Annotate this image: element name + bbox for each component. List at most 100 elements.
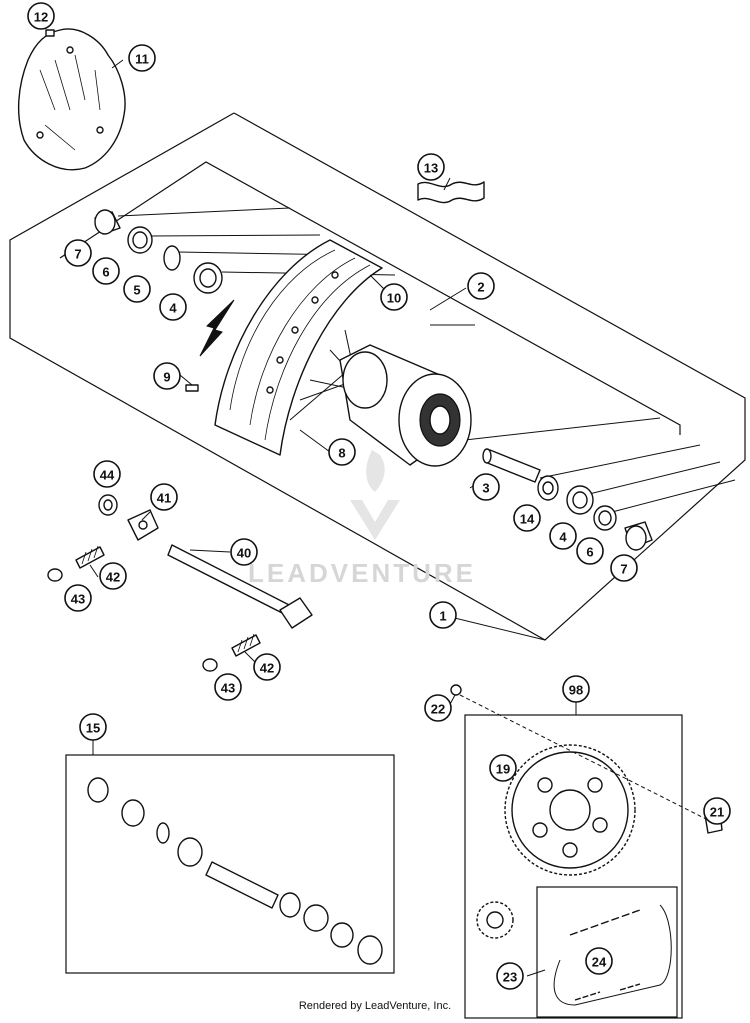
- callout-number: 9: [163, 370, 170, 385]
- guide-lines: [117, 207, 736, 513]
- callout-number: 6: [102, 265, 109, 280]
- callout-1: 1: [429, 601, 457, 629]
- callout-number: 40: [237, 546, 251, 561]
- rim-band: [417, 181, 485, 204]
- callout-number: 24: [592, 955, 607, 970]
- callout-number: 13: [424, 161, 438, 176]
- callout-number: 19: [496, 762, 510, 777]
- wheel-inner-frame: [59, 161, 681, 435]
- callout-8: 8: [328, 438, 356, 466]
- callout-14: 14: [513, 504, 541, 532]
- wheel-rim: [214, 239, 383, 456]
- callout-number: 12: [34, 10, 48, 25]
- bearing-kit-parts: [87, 777, 383, 965]
- drive-chain: [553, 904, 672, 1006]
- callout-2: 2: [467, 272, 495, 300]
- callout-6: 6: [576, 537, 604, 565]
- adjuster-screw-upper: [75, 545, 105, 569]
- adjuster-nut-lower: [202, 658, 218, 672]
- callout-19: 19: [489, 754, 517, 782]
- seal-right-inner: [537, 475, 559, 501]
- seal-left: [127, 226, 153, 254]
- front-sprocket: [476, 901, 514, 939]
- callout-42: 42: [99, 562, 127, 590]
- callout-number: 23: [503, 970, 517, 985]
- callout-21: 21: [703, 797, 731, 825]
- callout-24: 24: [585, 947, 613, 975]
- callout-10: 10: [380, 283, 408, 311]
- callout-42: 42: [253, 653, 281, 681]
- wheel-hub: [339, 344, 472, 467]
- wheel-spindle: [167, 544, 313, 629]
- callout-43: 43: [64, 584, 92, 612]
- callout-number: 4: [169, 301, 177, 316]
- disc-screw: [45, 29, 55, 37]
- callout-number: 6: [586, 545, 593, 560]
- bearing-kit-frame: [65, 754, 395, 974]
- callout-12: 12: [27, 2, 55, 30]
- chain-adjuster-left: [127, 509, 159, 541]
- callout-40: 40: [230, 538, 258, 566]
- callout-layer: 1211137654102983144674441404243424311598…: [27, 2, 731, 990]
- callout-number: 7: [74, 247, 81, 262]
- callout-number: 8: [338, 446, 345, 461]
- callout-43: 43: [214, 673, 242, 701]
- callout-number: 21: [710, 805, 724, 820]
- watermark-text: LEADVENTURE: [248, 558, 477, 588]
- callout-9: 9: [153, 362, 181, 390]
- distance-sleeve: [482, 448, 541, 483]
- spoke-nipple-single: [185, 384, 199, 392]
- adjuster-screw-lower: [231, 633, 261, 657]
- callout-4: 4: [549, 522, 577, 550]
- callout-15: 15: [79, 713, 107, 741]
- spacer-right: [624, 521, 653, 551]
- callout-3: 3: [472, 473, 500, 501]
- callout-44: 44: [93, 460, 121, 488]
- circlip-left: [163, 245, 181, 271]
- callout-number: 11: [135, 52, 149, 67]
- callout-number: 15: [86, 721, 100, 736]
- callout-7: 7: [610, 554, 638, 582]
- callout-5: 5: [123, 275, 151, 303]
- callout-number: 7: [620, 562, 627, 577]
- callout-number: 10: [387, 291, 401, 306]
- callout-number: 42: [106, 570, 120, 585]
- bearing-right: [566, 485, 594, 515]
- watermark-logo: [350, 450, 400, 540]
- callout-number: 1: [439, 609, 446, 624]
- callout-number: 41: [157, 491, 171, 506]
- callout-number: 22: [431, 702, 445, 717]
- seal-right: [593, 505, 617, 531]
- chain-frame: [536, 886, 678, 1018]
- nut-44: [98, 494, 118, 516]
- callout-number: 14: [520, 512, 535, 527]
- callout-number: 5: [133, 283, 140, 298]
- callout-22: 22: [424, 694, 452, 722]
- callout-41: 41: [150, 483, 178, 511]
- callout-number: 43: [221, 681, 235, 696]
- callout-number: 4: [559, 530, 567, 545]
- callout-number: 3: [482, 481, 489, 496]
- callout-6: 6: [92, 257, 120, 285]
- callout-7: 7: [64, 239, 92, 267]
- callout-number: 42: [260, 661, 274, 676]
- callout-23: 23: [496, 962, 524, 990]
- rotation-arrow-icon: [199, 299, 235, 357]
- callout-11: 11: [128, 44, 156, 72]
- sprocket-kit-frame: [464, 714, 683, 1019]
- callout-98: 98: [562, 675, 590, 703]
- callout-13: 13: [417, 153, 445, 181]
- spacer-left: [94, 209, 121, 235]
- spoke-nipples: [266, 271, 339, 394]
- rear-sprocket: [504, 744, 636, 876]
- bearing-left: [193, 262, 223, 294]
- callout-number: 43: [71, 592, 85, 607]
- callout-number: 2: [477, 280, 484, 295]
- callout-number: 98: [569, 683, 583, 698]
- callout-4: 4: [159, 293, 187, 321]
- callout-number: 44: [100, 468, 115, 483]
- rendered-by-footer: Rendered by LeadVenture, Inc.: [298, 1000, 452, 1012]
- brake-disc: [17, 28, 126, 171]
- adjuster-nut-upper: [47, 568, 63, 582]
